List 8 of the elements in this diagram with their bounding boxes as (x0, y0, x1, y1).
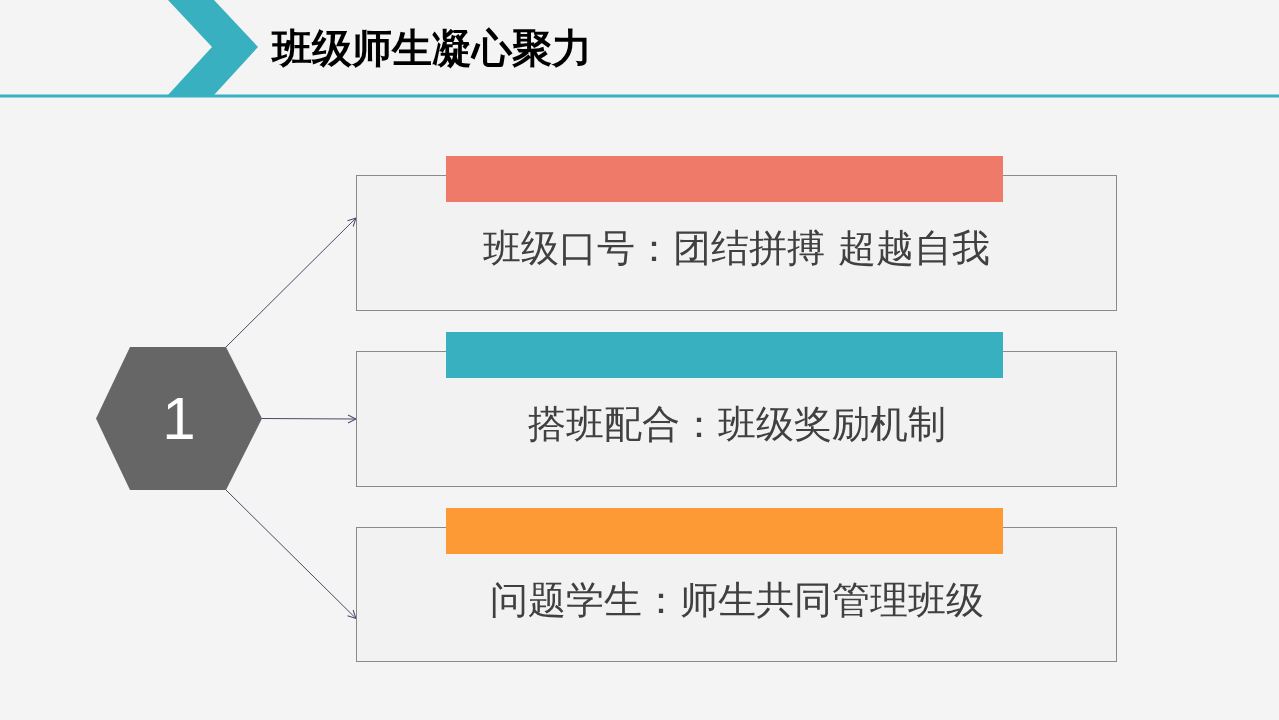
step-number: 1 (162, 386, 196, 451)
box-text: 问题学生：师生共同管理班级 (489, 576, 984, 624)
arrow (225, 489, 357, 619)
arrow (225, 217, 357, 348)
arrow (261, 414, 357, 424)
slide-title: 班级师生凝心聚力 (272, 23, 592, 73)
box-text: 班级口号：团结拼搏 超越自我 (483, 225, 990, 272)
box-text: 搭班配合：班级奖励机制 (527, 401, 946, 448)
